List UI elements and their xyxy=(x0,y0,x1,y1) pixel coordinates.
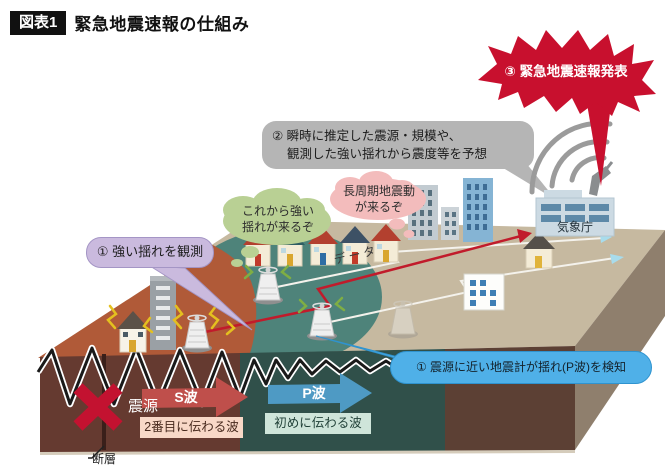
figure-tag: 図表1 xyxy=(10,10,67,35)
data-line-red xyxy=(204,234,522,334)
fault-label: 断層 xyxy=(92,452,117,466)
telemetry-arrowhead-2 xyxy=(610,254,624,264)
page-title: 緊急地震速報の仕組み xyxy=(74,15,250,34)
thought-strong-label: これから強い 揺れが来るぞ xyxy=(228,204,328,235)
building-icon xyxy=(441,207,459,240)
detect-bubble: ① 震源に近い地震計が揺れ(P波)を検知 xyxy=(390,351,652,385)
house-icon xyxy=(308,227,338,266)
seismometer-icon-epicentral xyxy=(182,314,212,353)
s-wave-label: S波 xyxy=(174,389,198,405)
thought-longperiod-label: 長周期地震動 が来るぞ xyxy=(336,184,422,215)
seismometer-icon-idle xyxy=(388,300,418,339)
observe-bubble: ① 強い揺れを観測 xyxy=(86,237,214,268)
figure-header: 図表1 緊急地震速報の仕組み xyxy=(10,10,249,35)
p-wave-desc-box: 初めに伝わる波 xyxy=(265,413,371,434)
epicenter-label: 震源 xyxy=(128,398,159,415)
seismometer-icon-pzone-2 xyxy=(307,302,337,341)
thought-cloud-strong xyxy=(223,188,331,267)
epicenter-x-icon xyxy=(73,383,123,431)
thought-cloud-longperiod xyxy=(330,171,426,238)
yellow-shake-marks xyxy=(106,304,236,336)
ground-right-face xyxy=(575,230,665,450)
estimate-line2: 観測した強い揺れから震度等を予想 xyxy=(287,147,488,162)
satellite-dish-icon xyxy=(589,161,614,196)
green-shake-marks xyxy=(243,264,346,314)
data-arrowhead-red xyxy=(517,229,532,243)
s-wave-arrow xyxy=(142,377,248,417)
house-icon xyxy=(117,311,149,353)
building-icon xyxy=(463,273,505,311)
thought-longperiod-line2: が来るぞ xyxy=(354,199,403,214)
jma-building-icon xyxy=(535,190,615,237)
s-wave-desc-box: 2番目に伝わる波 xyxy=(140,417,243,438)
building-icon xyxy=(463,178,493,242)
house-icon xyxy=(371,224,401,263)
p-wave-label: P波 xyxy=(302,385,326,401)
seismometer-icon-pzone-1 xyxy=(253,266,283,305)
alert-burst-icon xyxy=(478,30,656,186)
house-icon xyxy=(340,226,370,265)
alert-burst-label: ③ 緊急地震速報発表 xyxy=(504,64,628,79)
jma-label: 気象庁 xyxy=(556,220,593,234)
thought-strong-line2: 揺れが来るぞ xyxy=(241,219,314,234)
right-structures xyxy=(463,232,555,311)
fault-leader-line xyxy=(88,445,105,459)
epicentral-town xyxy=(117,276,176,353)
tower-building-icon xyxy=(150,276,176,350)
estimate-line1: ② 瞬時に推定した震源・規模や、 xyxy=(272,129,462,143)
thought-strong-line1: これから強い xyxy=(241,204,314,218)
estimate-bubble: ② 瞬時に推定した震源・規模や、 観測した強い揺れから震度等を予想 xyxy=(262,121,534,170)
house-icon xyxy=(523,232,555,269)
thought-longperiod-line1: 長周期地震動 xyxy=(342,184,415,198)
front-bottom-edge xyxy=(40,450,575,455)
p-wave-arrow xyxy=(268,373,372,413)
